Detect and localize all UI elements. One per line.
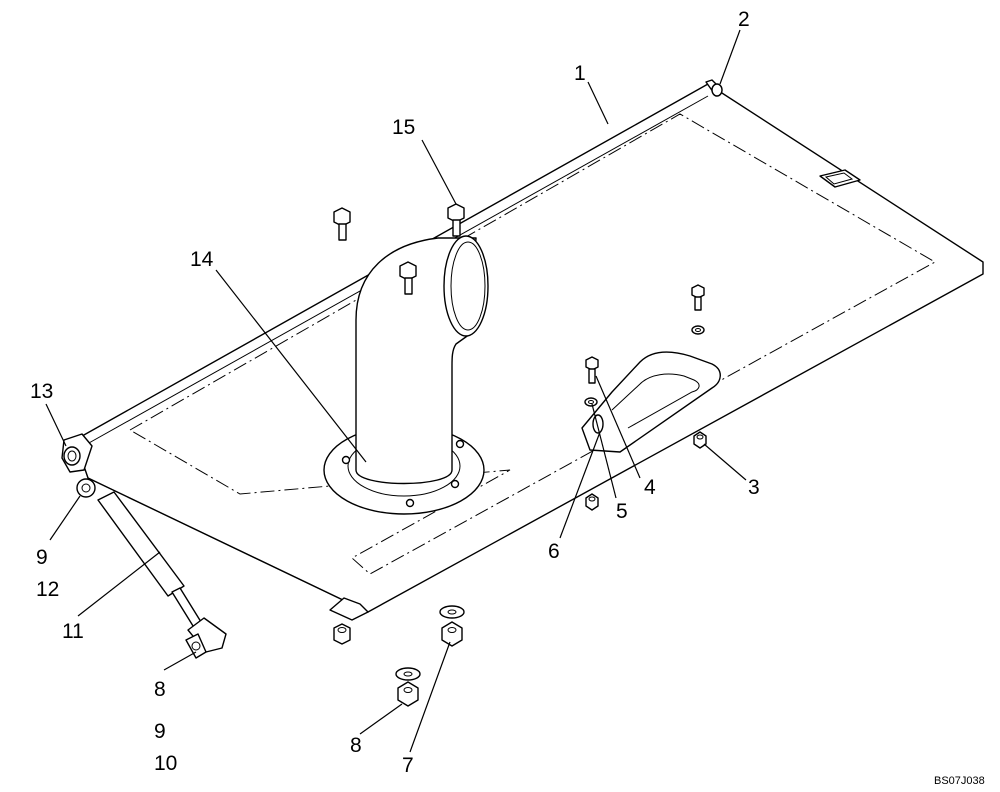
strut-end-ball	[76, 478, 96, 498]
callout-8-center: 8	[350, 734, 362, 757]
washer-and-nut	[395, 667, 421, 707]
callout-14: 14	[190, 248, 214, 271]
callout-15: 15	[392, 116, 415, 139]
callout-9-lower: 9	[154, 720, 166, 743]
bolt	[333, 207, 351, 241]
panel-reinforcement-outline	[129, 113, 937, 575]
lock-washer	[584, 397, 598, 407]
nut	[333, 623, 351, 645]
callout-10: 10	[154, 752, 177, 775]
flange-hole	[405, 498, 415, 508]
exhaust-elbow	[323, 235, 489, 515]
callout-12: 12	[36, 578, 59, 601]
panel-slot	[819, 169, 861, 188]
bolt	[691, 284, 705, 311]
drawing-reference: BS07J038	[934, 775, 985, 787]
front-tab	[329, 597, 369, 621]
elbow-outlet	[443, 235, 489, 337]
callout-13: 13	[30, 380, 53, 403]
callout-6: 6	[548, 540, 560, 563]
callout-8-lower-left: 8	[154, 678, 166, 701]
flange-hole	[450, 479, 460, 489]
callout-labels: 1 2 15 14 13 3 4 5 6 9 12 11 8 9 10 8 7 …	[30, 8, 985, 787]
callout-5: 5	[616, 500, 628, 523]
bolt	[399, 261, 417, 295]
washer	[691, 325, 705, 335]
nut	[693, 431, 707, 449]
cover-panel	[74, 83, 984, 613]
hinge-bracket	[61, 433, 93, 473]
callout-3: 3	[748, 476, 760, 499]
flange-hole	[341, 455, 351, 465]
washer-and-nut	[439, 605, 465, 647]
handle	[581, 351, 721, 453]
callout-1: 1	[574, 62, 586, 85]
nut	[585, 493, 599, 511]
bolt	[585, 356, 599, 384]
gas-strut	[76, 478, 227, 659]
callout-11: 11	[62, 620, 84, 643]
callout-7: 7	[402, 754, 414, 777]
callout-9-upper: 9	[36, 546, 48, 569]
flange-hole	[455, 439, 465, 449]
hinge-pin	[705, 79, 723, 97]
leader-lines	[45, 29, 747, 753]
callout-4: 4	[644, 476, 656, 499]
callout-2: 2	[738, 8, 750, 31]
